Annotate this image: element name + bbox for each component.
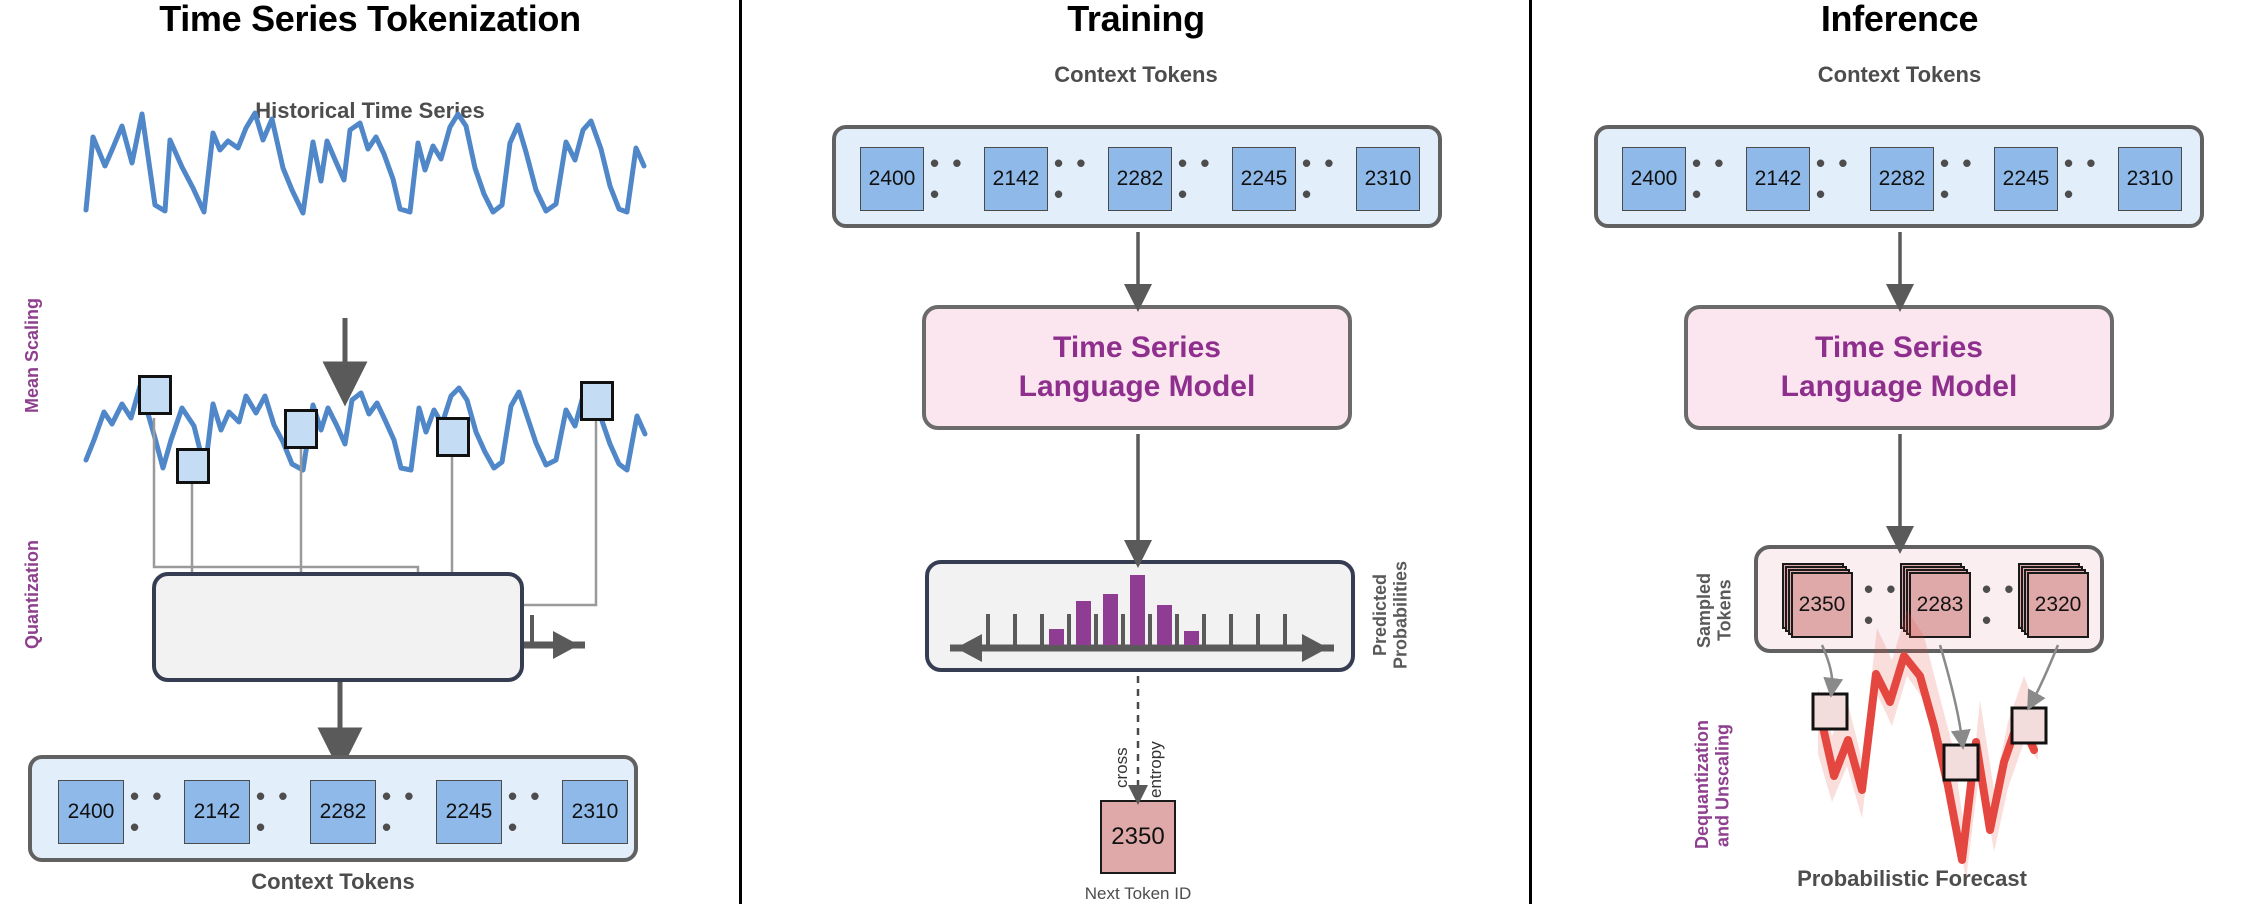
token-chip[interactable]: 2142 — [984, 147, 1048, 211]
label-historical-time-series: Historical Time Series — [255, 98, 485, 123]
token-ellipsis: • • • — [1178, 148, 1213, 209]
model-box-training: Time Series Language Model — [922, 305, 1352, 430]
token-chip[interactable]: 2282 — [1870, 147, 1934, 211]
historical-series-line — [83, 110, 647, 216]
quantization-box — [152, 572, 524, 682]
model-box-inference: Time Series Language Model — [1684, 305, 2114, 430]
panel-divider-left — [739, 0, 742, 904]
token-chip[interactable]: 2310 — [1356, 147, 1420, 211]
token-ellipsis: • • • — [1692, 148, 1727, 209]
sampled-token-stack[interactable]: 2320 — [2018, 563, 2096, 643]
token-chip[interactable]: 2400 — [860, 147, 924, 211]
token-chip[interactable]: 2282 — [310, 780, 376, 844]
token-chip[interactable]: 2142 — [184, 780, 250, 844]
token-ellipsis: • • • — [2064, 148, 2099, 209]
token-ellipsis: • • • — [930, 148, 965, 209]
token-ellipsis: • • • — [1054, 148, 1089, 209]
token-ellipsis: • • • — [508, 781, 543, 842]
page-title-inference: Inference — [1820, 0, 1979, 39]
token-chip[interactable]: 2400 — [58, 780, 124, 844]
probability-histogram — [950, 575, 1334, 662]
sampled-token-chip[interactable]: 2320 — [2027, 572, 2089, 638]
token-ellipsis: • • • — [130, 781, 165, 842]
sampled-token-chip[interactable]: 2283 — [1909, 572, 1971, 638]
token-chip[interactable]: 2245 — [1994, 147, 2058, 211]
token-ellipsis: • • • — [1302, 148, 1337, 209]
token-ellipsis: • • • — [382, 781, 417, 842]
scaled-series-line — [83, 383, 648, 473]
quantization-marker-3 — [284, 409, 318, 449]
sampled-token-stack[interactable]: 2350 — [1782, 563, 1860, 643]
model-title-line1: Time Series — [1815, 331, 1983, 365]
token-ellipsis: • • • — [1816, 148, 1851, 209]
caption-next-token-id: Next Token ID — [1084, 884, 1192, 903]
context-tokens-box-tokenization: 2400 • • • 2142 • • • 2282 • • • 2245 • … — [28, 755, 638, 862]
panel-time-series-tokenization: Time Series Tokenization Historical Time… — [0, 0, 740, 904]
inference-graphics — [1811, 232, 2060, 880]
panel-divider-right — [1529, 0, 1532, 904]
sampled-tokens-box: 2350 • • • 2283 • • • 2320 — [1754, 545, 2104, 653]
context-tokens-box-inference: 2400 • • • 2142 • • • 2282 • • • 2245 • … — [1594, 125, 2204, 228]
token-chip[interactable]: 2142 — [1746, 147, 1810, 211]
caption-probabilistic-forecast: Probabilistic Forecast — [1797, 866, 2027, 891]
token-chip[interactable]: 2245 — [1232, 147, 1296, 211]
caption-context-tokens-inference: Context Tokens — [1817, 62, 1982, 87]
context-tokens-box-training: 2400 • • • 2142 • • • 2282 • • • 2245 • … — [832, 125, 1442, 228]
token-chip[interactable]: 2310 — [2118, 147, 2182, 211]
panel-inference: Inference Context Tokens 2400 • • • 2142… — [1532, 0, 2267, 904]
dequantization-connectors — [1820, 644, 2060, 750]
token-chip[interactable]: 2310 — [562, 780, 628, 844]
sampled-token-chip[interactable]: 2350 — [1791, 572, 1853, 638]
quantization-marker-1 — [138, 375, 172, 415]
model-title-line2: Language Model — [1018, 369, 1256, 403]
quantization-marker-5 — [580, 381, 614, 421]
token-ellipsis: • • • — [1940, 148, 1975, 209]
sampled-token-stack[interactable]: 2283 — [1900, 563, 1978, 643]
token-chip[interactable]: 2245 — [436, 780, 502, 844]
token-chip[interactable]: 2400 — [1622, 147, 1686, 211]
model-title-line2: Language Model — [1780, 369, 2018, 403]
training-graphics — [950, 232, 1334, 805]
caption-context-tokens-tokenization: Context Tokens — [251, 869, 415, 894]
token-ellipsis: • • • — [1982, 574, 2017, 635]
page-title-tokenization: Time Series Tokenization — [159, 0, 581, 39]
page-title-training: Training — [1067, 0, 1205, 39]
caption-context-tokens-training: Context Tokens — [1054, 62, 1218, 87]
quantization-marker-2 — [176, 448, 210, 484]
model-title-line1: Time Series — [1053, 331, 1221, 365]
token-ellipsis: • • • — [256, 781, 291, 842]
panel-training: Training Context Tokens 2400 • • • 2142 … — [742, 0, 1530, 904]
quantization-marker-4 — [436, 417, 470, 457]
forecast-line — [1816, 652, 2038, 864]
token-chip[interactable]: 2282 — [1108, 147, 1172, 211]
token-ellipsis: • • • — [1864, 574, 1899, 635]
